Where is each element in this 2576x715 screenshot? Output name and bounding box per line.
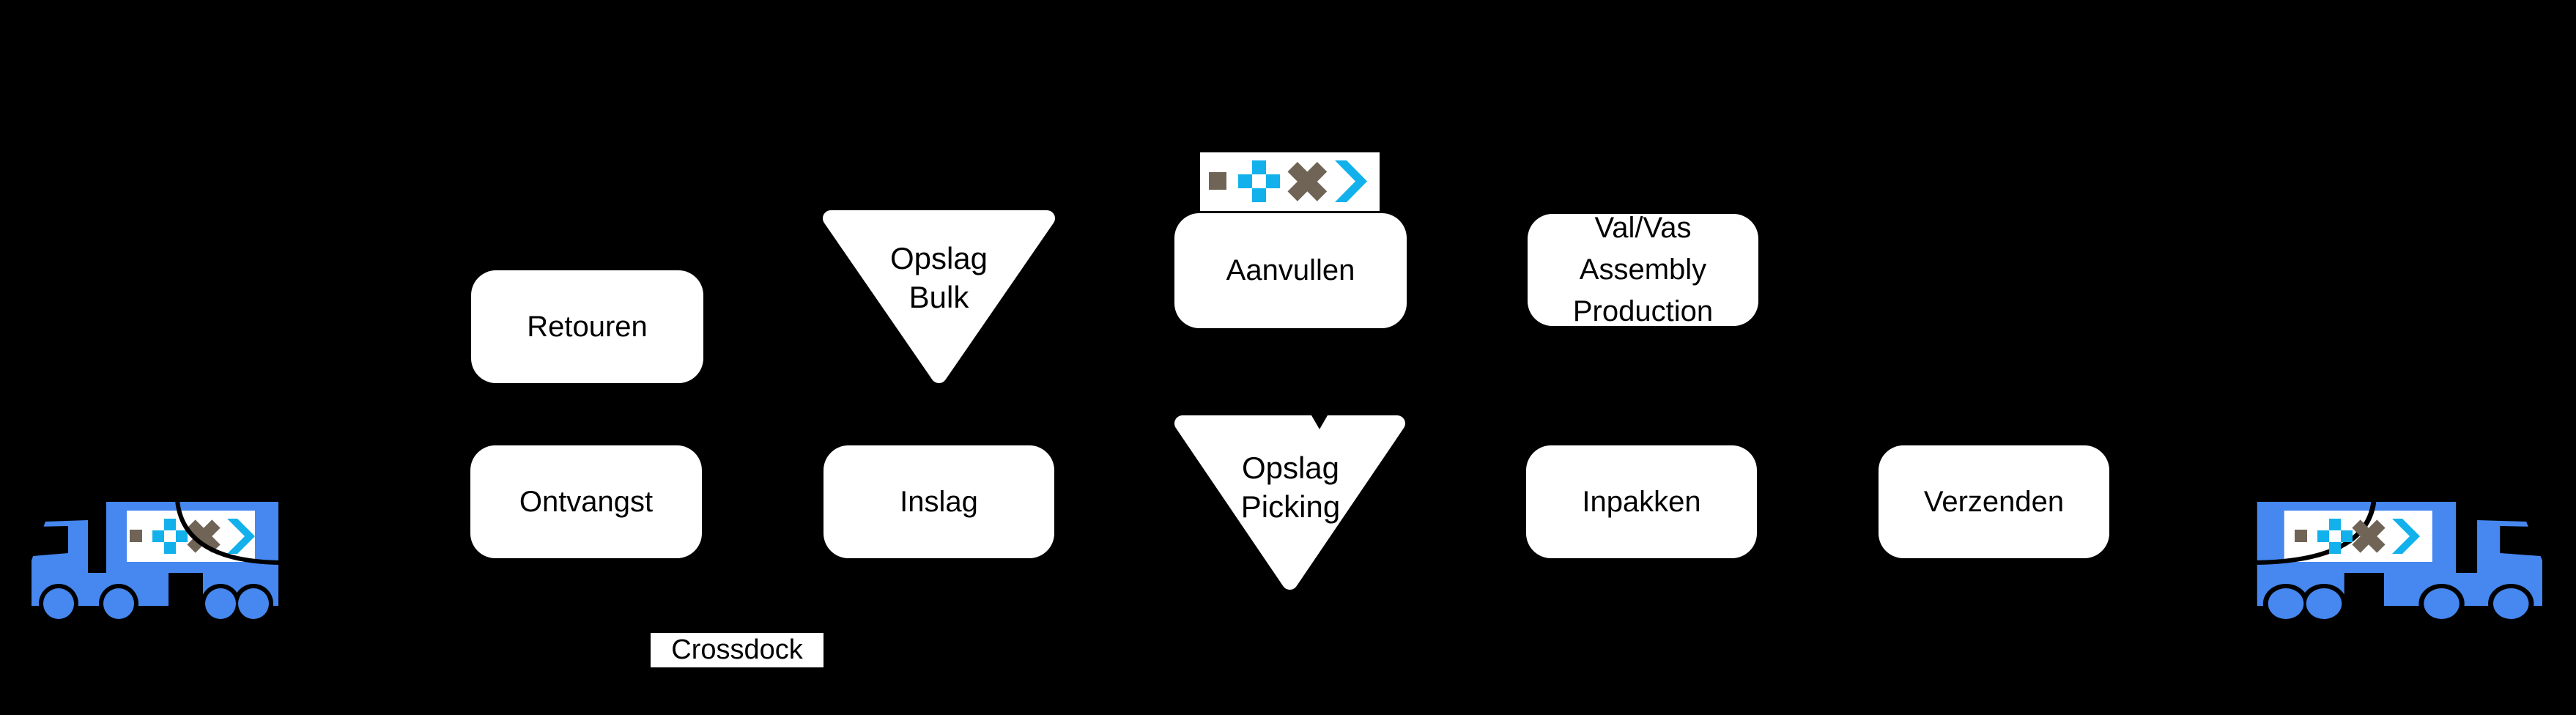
cab-window	[2500, 526, 2541, 556]
storage-triangle-bulk	[823, 210, 1055, 383]
node-opslag-picking: Opslag Picking	[1161, 448, 1420, 526]
truck-wheel	[2268, 588, 2304, 619]
logo-plus-icon	[152, 519, 188, 554]
truck-wheel	[2306, 588, 2342, 619]
arrowhead-icon	[1311, 415, 1328, 429]
node-label-line: Val/Vas	[1594, 212, 1692, 244]
node-label: Ontvangst	[519, 485, 654, 518]
logo-plus-icon	[2317, 519, 2353, 554]
node-inslag: Inslag	[823, 445, 1054, 558]
node-val-vas: Val/Vas Assembly Production	[1528, 212, 1758, 327]
node-label: Inslag	[900, 485, 978, 518]
outbound-truck-icon	[2255, 500, 2542, 623]
node-label: Retouren	[527, 310, 648, 343]
inbound-truck-icon	[32, 500, 281, 623]
node-inpakken: Inpakken	[1526, 445, 1757, 558]
truck-wheel	[2492, 588, 2529, 619]
cab-window	[33, 526, 68, 556]
logo-square-icon	[2295, 530, 2307, 542]
storage-triangle-picking	[1174, 415, 1405, 590]
logo-chevron-icon	[2392, 519, 2420, 554]
logo-x-icon	[1287, 161, 1328, 201]
truck-wheel	[43, 588, 74, 619]
logo-plus-icon	[1238, 160, 1280, 202]
truck-body	[2255, 500, 2542, 623]
node-label-line: Assembly	[1579, 253, 1707, 286]
truck-wheel	[103, 588, 134, 619]
truck-wheel	[238, 588, 269, 619]
node-crossdock: Crossdock	[651, 633, 823, 667]
node-ontvangst: Ontvangst	[470, 445, 702, 558]
node-opslag-bulk: Opslag Bulk	[810, 239, 1068, 316]
logo-chevron-icon	[1335, 160, 1367, 202]
truck-wheel	[2424, 588, 2460, 619]
node-aanvullen: Aanvullen	[1174, 213, 1407, 328]
brand-logo	[2295, 519, 2420, 554]
triangle-shape	[823, 210, 1055, 383]
triangle-shape	[1174, 415, 1405, 590]
node-retouren: Retouren	[471, 270, 703, 383]
node-label-line: Bulk	[908, 280, 969, 314]
node-label: Aanvullen	[1226, 254, 1355, 286]
logo-square-icon	[130, 530, 142, 542]
node-label: Verzenden	[1923, 485, 2065, 518]
logo-x-icon	[187, 519, 221, 553]
logo-chevron-icon	[227, 519, 255, 554]
node-label-line: Production	[1572, 295, 1714, 327]
brand-logo-band	[1200, 152, 1380, 211]
logo-x-icon	[2352, 519, 2386, 553]
node-verzenden: Verzenden	[1879, 445, 2109, 558]
node-label-line: Opslag	[1241, 451, 1340, 485]
truck-body	[32, 500, 281, 623]
truck-wheel	[205, 588, 236, 619]
logo-square-icon	[1209, 172, 1226, 190]
node-label: Crossdock	[671, 634, 803, 665]
logo-band-bg	[1200, 152, 1380, 211]
node-label: Inpakken	[1582, 485, 1701, 518]
node-label-line: Picking	[1240, 489, 1341, 524]
node-label-line: Opslag	[889, 241, 988, 275]
loop-arrow-icon	[175, 500, 281, 565]
brand-logo	[130, 519, 255, 554]
